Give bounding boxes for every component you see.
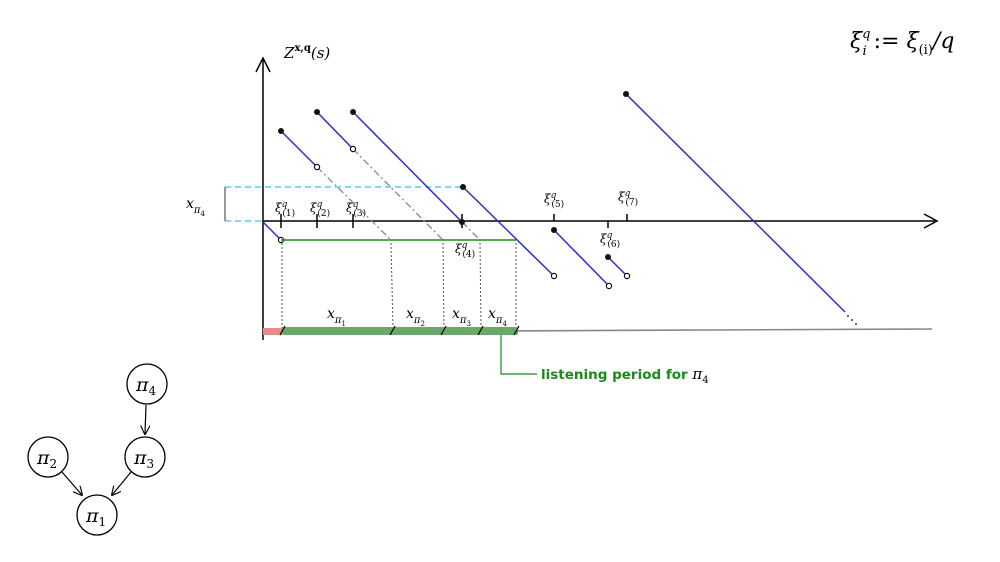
segment-4 xyxy=(462,186,555,277)
listening-label: listening period for π4 xyxy=(541,365,709,386)
continuation-3 xyxy=(352,148,444,241)
trajectory-dots-tail xyxy=(847,315,857,325)
svg-text:ξqi := ξ(i)/q: ξqi := ξ(i)/q xyxy=(850,27,954,59)
timeline-slashes xyxy=(279,325,520,336)
segment-1 xyxy=(280,130,318,168)
segment-label-4: xπ4 xyxy=(488,306,507,328)
listening-callout-line xyxy=(500,335,537,375)
xpi4-side-label: xπ4 xyxy=(186,196,205,218)
xi-label-6: ξq(6) xyxy=(600,231,620,250)
segment-6 xyxy=(607,256,628,277)
node-pi1: π1 xyxy=(76,494,118,536)
xi-label-5: ξq(5) xyxy=(544,191,564,210)
node-pi4: π4 xyxy=(126,363,168,405)
x-axis-arrow xyxy=(923,213,939,229)
red-bar xyxy=(263,328,282,335)
segment-label-2: xπ2 xyxy=(406,306,425,328)
xi-labels: ξq(1) ξq(2) ξq(3) ξq(4) ξq(5) ξq(6) ξq(7… xyxy=(275,189,638,260)
y-axis-arrow xyxy=(255,56,271,73)
dashdot-continuations xyxy=(316,148,481,241)
xpi4-bracket xyxy=(224,186,463,222)
segment-5 xyxy=(553,229,610,287)
segment-label-1: xπ1 xyxy=(327,306,346,328)
xi-label-2: ξq(2) xyxy=(310,200,330,219)
edge-pi3-pi1 xyxy=(112,471,132,495)
projection-lines xyxy=(281,242,517,329)
continuation-4 xyxy=(461,221,481,241)
trajectory-segments xyxy=(262,93,846,313)
svg-text:π3: π3 xyxy=(133,447,154,471)
edge-pi4-pi3 xyxy=(145,404,146,434)
segment-7 xyxy=(625,93,846,313)
svg-text:π2: π2 xyxy=(36,447,57,471)
segment-3 xyxy=(352,111,463,223)
segment-labels: xπ1 xπ2 xπ3 xπ4 xyxy=(327,306,507,328)
svg-text:π4: π4 xyxy=(135,374,157,398)
edge-pi2-pi1 xyxy=(61,471,82,495)
segment-0 xyxy=(262,221,282,241)
node-pi3: π3 xyxy=(124,436,166,478)
continuation-2 xyxy=(316,166,392,241)
xi-label-3: ξq(3) xyxy=(346,200,366,219)
svg-text:π1: π1 xyxy=(85,505,106,529)
filled-points xyxy=(278,91,629,260)
y-axis-label: Zx,q(s) xyxy=(283,43,330,62)
dependency-graph: π4 π3 π2 π1 xyxy=(27,363,168,536)
segment-label-3: xπ3 xyxy=(452,306,471,328)
xi-label-1: ξq(1) xyxy=(275,200,295,219)
xi-label-4: ξq(4) xyxy=(455,241,475,260)
x-axis-ticks xyxy=(280,214,628,228)
node-pi2: π2 xyxy=(27,436,69,478)
xi-label-7: ξq(7) xyxy=(618,189,638,208)
segment-2 xyxy=(316,111,354,150)
green-bar xyxy=(282,327,518,335)
open-points xyxy=(277,145,631,290)
